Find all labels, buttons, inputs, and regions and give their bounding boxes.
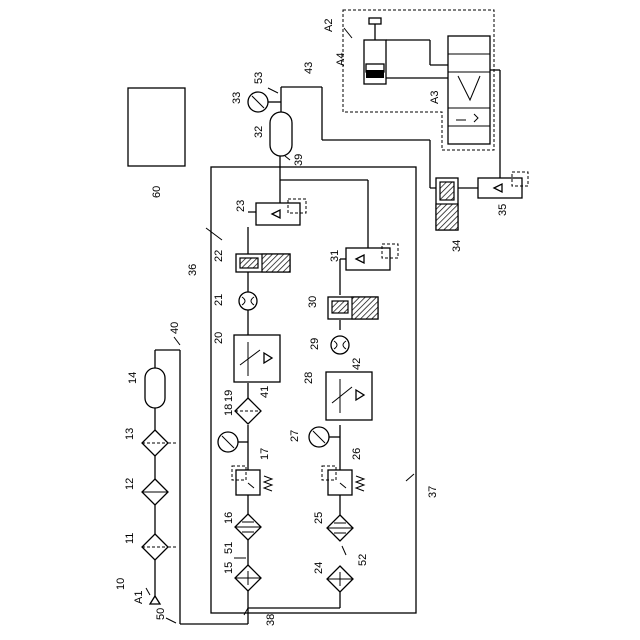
label-40: 40 [169,322,181,334]
label-52: 52 [357,554,369,566]
label-28: 28 [303,372,315,384]
check-valve-23 [256,199,306,225]
label-15: 15 [223,562,235,574]
label-a2: A2 [323,19,335,32]
label-21: 21 [213,294,225,306]
label-10: 10 [115,578,127,590]
label-35: 35 [497,204,509,216]
filter-11 [142,534,176,560]
pressure-gauge-27 [309,427,340,447]
filter-13 [142,430,176,456]
pressure-gauge-18 [218,432,248,452]
valve-30 [328,297,378,319]
check-valve-31 [340,244,398,272]
label-39: 39 [293,154,305,166]
valve-22 [236,254,290,272]
label-42: 42 [351,358,363,370]
filter-15 [235,565,261,591]
outlet-lines [280,155,368,248]
filter-25 [327,515,353,541]
filter-24 [327,566,353,592]
label-14: 14 [127,372,139,384]
filter-12 [142,479,168,505]
label-13: 13 [124,428,136,440]
label-16: 16 [223,512,235,524]
regulator-26 [322,466,364,495]
label-37: 37 [427,486,439,498]
label-60: 60 [151,186,163,198]
check-valve-35 [478,160,528,198]
solenoid-valve-a3 [448,36,490,144]
flow-sensor-29 [331,336,349,354]
air-tank-14 [145,368,165,408]
cylinder-a4 [364,18,386,84]
filter-16 [235,514,261,540]
label-25: 25 [313,512,325,524]
label-33: 33 [231,92,243,104]
label-41: 41 [259,386,271,398]
filter-19 [235,398,261,424]
label-50: 50 [155,608,167,620]
label-23: 23 [235,200,247,212]
label-34: 34 [451,240,463,252]
label-a1: A1 [133,591,145,604]
label-24: 24 [313,562,325,574]
flow-control-20 [234,335,280,382]
pressure-gauge-33 [248,92,281,112]
label-17: 17 [259,448,271,460]
controller-box [128,88,185,166]
label-27: 27 [289,430,301,442]
label-38: 38 [265,614,277,626]
label-26: 26 [351,448,363,460]
label-11: 11 [124,533,136,544]
label-a3: A3 [429,91,441,104]
label-32: 32 [253,126,265,138]
flow-sensor-21 [239,292,257,310]
label-20: 20 [213,332,225,344]
label-22: 22 [213,250,225,262]
regulator-17 [232,466,272,495]
label-29: 29 [309,338,321,350]
label-31: 31 [329,250,341,262]
label-18: 18 [223,404,235,416]
label-36: 36 [187,264,199,276]
label-53: 53 [253,72,265,84]
unit-enclosure [211,167,416,613]
label-30: 30 [307,296,319,308]
label-12: 12 [124,478,136,490]
air-tank-32 [270,112,292,156]
label-51: 51 [223,542,235,554]
label-43: 43 [303,62,315,74]
inlet-port-icon [150,596,160,604]
label-a4: A4 [335,53,347,66]
label-19: 19 [223,390,235,402]
valve-34 [436,178,458,230]
flow-control-28 [326,372,372,420]
